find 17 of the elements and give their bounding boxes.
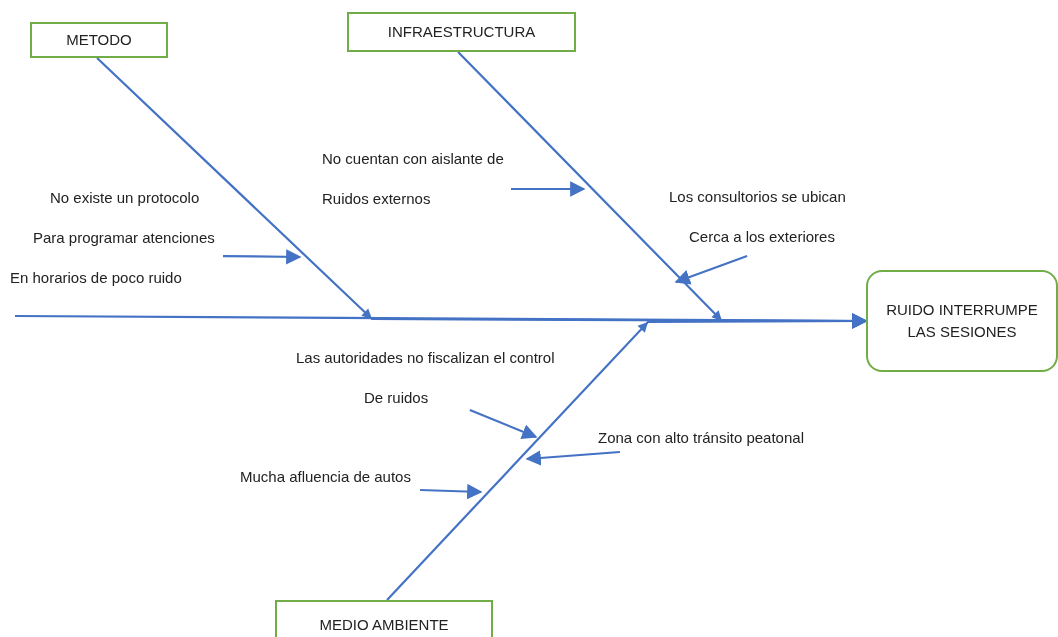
category-box: METODO (30, 22, 168, 58)
cause-text: No cuentan con aislante de Ruidos externos (315, 140, 511, 218)
cause-text: Las autoridades no fiscalizan el control De ruidos (290, 345, 605, 410)
effect-box: RUIDO INTERRUMPE LAS SESIONES (866, 270, 1058, 372)
arrow (511, 181, 586, 197)
arrow (223, 249, 302, 265)
category-box: MEDIO AMBIENTE (275, 600, 493, 637)
cause-text: Mucha afluencia de autos (238, 465, 453, 490)
cause-text: No existe un protocolo Para programar atenciones En horarios de poco ruido (5, 185, 223, 292)
arrow (420, 483, 483, 500)
arrow (15, 313, 868, 329)
cause-text: Zona con alto tránsito peatonal (596, 425, 856, 452)
arrow (674, 254, 748, 285)
cause-text: Los consultorios se ubican Cerca a los exteriores (660, 178, 885, 256)
arrow (469, 409, 538, 439)
category-box: INFRAESTRUCTURA (347, 12, 576, 52)
arrow (525, 450, 620, 466)
